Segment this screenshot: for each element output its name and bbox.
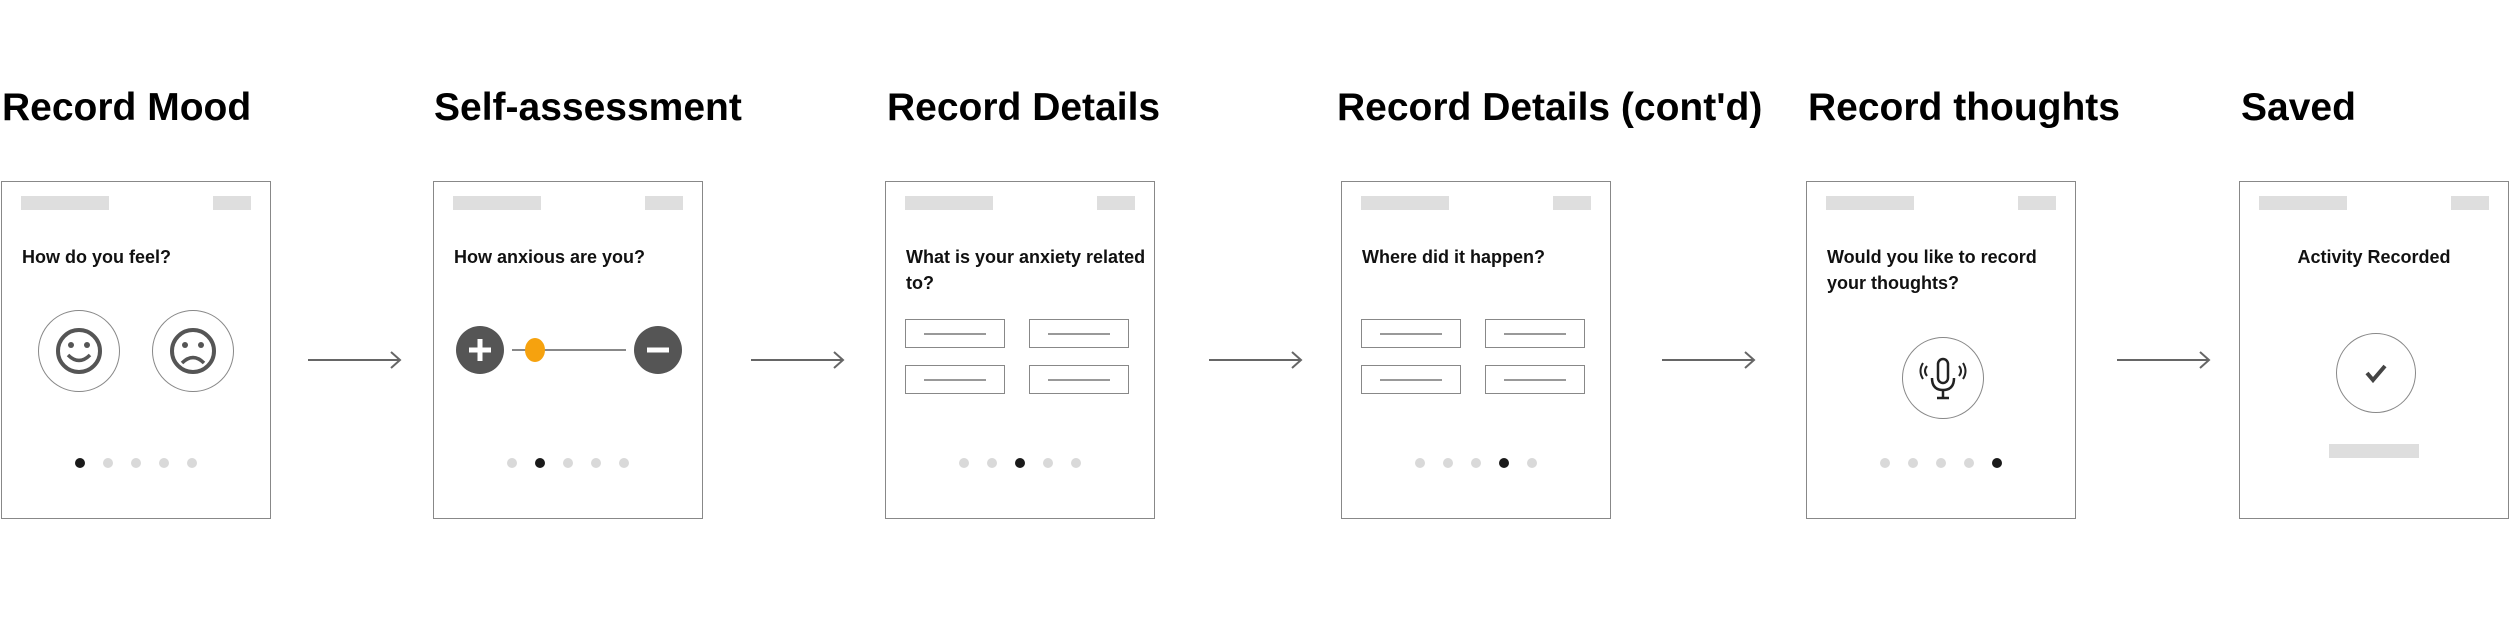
checkmark-icon [2336, 333, 2416, 413]
status-bar-placeholder [1826, 196, 1914, 210]
option-button[interactable] [1029, 365, 1129, 394]
arrow-right-icon [1209, 351, 1303, 369]
pagination-dot[interactable] [1415, 458, 1425, 468]
question-text: Would you like to record your thoughts? [1827, 247, 2037, 293]
status-bar-placeholder [2451, 196, 2489, 210]
pagination-dot[interactable] [1071, 458, 1081, 468]
status-bar-placeholder [213, 196, 251, 210]
pagination-dot[interactable] [1443, 458, 1453, 468]
pagination-dots [886, 458, 1154, 468]
pagination-dot[interactable] [1499, 458, 1509, 468]
option-button[interactable] [1029, 319, 1129, 348]
microphone-icon[interactable] [1902, 337, 1984, 419]
arrow-right-icon [1662, 351, 1756, 369]
pagination-dot[interactable] [507, 458, 517, 468]
anxiety-slider-track[interactable] [512, 349, 626, 351]
option-button[interactable] [1485, 319, 1585, 348]
status-bar-placeholder [21, 196, 109, 210]
status-bar-placeholder [1553, 196, 1591, 210]
option-button[interactable] [1361, 365, 1461, 394]
pagination-dot[interactable] [159, 458, 169, 468]
pagination-dot[interactable] [1964, 458, 1974, 468]
pagination-dots [434, 458, 702, 468]
anxiety-slider-thumb[interactable] [524, 338, 545, 362]
pagination-dot[interactable] [1015, 458, 1025, 468]
status-bar-placeholder [1361, 196, 1449, 210]
step-title-record-thoughts: Record thoughts [1808, 86, 2120, 129]
pagination-dot[interactable] [959, 458, 969, 468]
status-bar-placeholder [2018, 196, 2056, 210]
status-bar-placeholder [905, 196, 993, 210]
arrow-right-icon [751, 351, 845, 369]
pagination-dots [2, 458, 270, 468]
status-bar-placeholder [645, 196, 683, 210]
question-text: How anxious are you? [454, 247, 646, 267]
question-text: What is your anxiety related to? [906, 247, 1146, 293]
pagination-dot[interactable] [535, 458, 545, 468]
screen-saved: Activity Recorded [2239, 181, 2509, 519]
plus-icon[interactable] [456, 326, 504, 374]
option-button[interactable] [905, 365, 1005, 394]
status-bar-placeholder [453, 196, 541, 210]
pagination-dot[interactable] [1936, 458, 1946, 468]
screen-self-assessment: How anxious are you? [433, 181, 703, 519]
pagination-dot[interactable] [187, 458, 197, 468]
arrow-right-icon [2117, 351, 2211, 369]
question-text: How do you feel? [22, 247, 172, 267]
option-button[interactable] [1361, 319, 1461, 348]
screen-record-details: What is your anxiety related to? [885, 181, 1155, 519]
option-button[interactable] [1485, 365, 1585, 394]
pagination-dot[interactable] [1908, 458, 1918, 468]
pagination-dot[interactable] [591, 458, 601, 468]
pagination-dots [1807, 458, 2075, 468]
pagination-dot[interactable] [1992, 458, 2002, 468]
button-placeholder[interactable] [2329, 444, 2419, 458]
step-title-saved: Saved [2241, 86, 2356, 129]
status-bar-placeholder [1097, 196, 1135, 210]
screen-record-mood: How do you feel? [1, 181, 271, 519]
arrow-right-icon [308, 351, 402, 369]
confirmation-text: Activity Recorded [2297, 247, 2451, 267]
screen-record-thoughts: Would you like to record your thoughts? [1806, 181, 2076, 519]
pagination-dot[interactable] [987, 458, 997, 468]
option-button[interactable] [905, 319, 1005, 348]
step-title-record-details-contd: Record Details (cont'd) [1337, 86, 1763, 129]
pagination-dot[interactable] [1527, 458, 1537, 468]
step-title-record-details: Record Details [887, 86, 1161, 129]
smiley-face-icon[interactable] [38, 310, 120, 392]
status-bar-placeholder [2259, 196, 2347, 210]
pagination-dot[interactable] [563, 458, 573, 468]
pagination-dot[interactable] [1043, 458, 1053, 468]
pagination-dot[interactable] [1880, 458, 1890, 468]
pagination-dots [1342, 458, 1610, 468]
pagination-dot[interactable] [131, 458, 141, 468]
pagination-dot[interactable] [75, 458, 85, 468]
minus-icon[interactable] [634, 326, 682, 374]
step-title-self-assessment: Self-assessment [434, 86, 742, 129]
screen-record-details-contd: Where did it happen? [1341, 181, 1611, 519]
step-title-record-mood: Record Mood [2, 86, 252, 129]
pagination-dot[interactable] [103, 458, 113, 468]
pagination-dot[interactable] [1471, 458, 1481, 468]
frown-face-icon[interactable] [152, 310, 234, 392]
question-text: Where did it happen? [1362, 247, 1545, 267]
pagination-dot[interactable] [619, 458, 629, 468]
